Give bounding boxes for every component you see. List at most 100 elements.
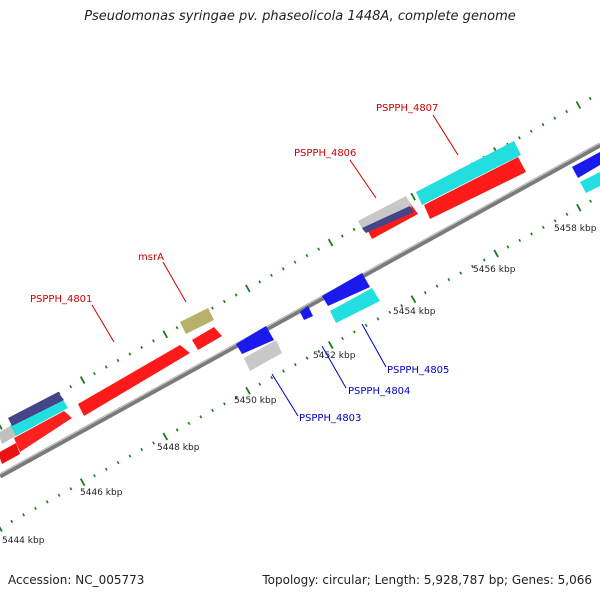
gene-gray-left — [0, 425, 16, 444]
minor-tick — [364, 323, 368, 328]
minor-tick — [211, 306, 214, 310]
minor-tick — [258, 280, 262, 284]
major-tick — [245, 284, 251, 293]
minor-tick — [175, 428, 179, 432]
gene-cyan-right-edge — [580, 172, 600, 193]
minor-tick — [282, 369, 285, 373]
minor-tick — [541, 123, 545, 127]
minor-tick — [223, 402, 226, 406]
minor-tick — [352, 227, 356, 232]
gene-psspph-4801 — [78, 345, 190, 416]
gene-cyan-left — [10, 398, 68, 436]
major-tick — [410, 295, 417, 304]
major-tick — [245, 386, 251, 395]
tick-label: 5448 kbp — [157, 443, 200, 453]
tick-label: 5452 kbp — [313, 351, 356, 361]
gene-label-psspph-4801: PSPPH_4801 — [30, 294, 92, 305]
reverse-genes — [236, 273, 380, 371]
minor-tick — [152, 441, 155, 445]
tick-label: 5444 kbp — [2, 536, 45, 546]
label-leaders — [91, 114, 459, 417]
minor-tick — [518, 238, 522, 242]
minor-tick — [293, 260, 297, 264]
minor-tick — [57, 493, 61, 497]
minor-tick — [447, 278, 451, 282]
tick-label: 5450 kbp — [234, 396, 277, 406]
gene-blue-right-edge — [572, 152, 600, 178]
minor-tick — [376, 317, 380, 321]
gene-psspph-4805-cyan — [330, 288, 380, 323]
minor-tick — [388, 310, 392, 314]
gene-label-psspph-4804: PSPPH_4804 — [348, 386, 410, 397]
gene-psspph-4804 — [300, 306, 313, 320]
minor-tick — [459, 271, 463, 275]
minor-tick — [340, 234, 344, 238]
minor-tick — [305, 356, 309, 360]
minor-tick — [518, 136, 521, 140]
minor-tick — [305, 254, 309, 258]
minor-tick — [175, 326, 179, 330]
gene-label-psspph-4805: PSPPH_4805 — [387, 365, 449, 376]
gene-red-small-mid — [192, 327, 222, 350]
major-tick — [79, 478, 86, 487]
gene-red-small-left — [14, 411, 72, 452]
tick-label: 5456 kbp — [473, 265, 516, 275]
gene-msra — [180, 308, 214, 334]
minor-tick — [565, 109, 568, 114]
minor-tick — [529, 129, 533, 133]
minor-tick — [541, 225, 545, 229]
genome-backbone — [0, 142, 600, 479]
tick-label: 5454 kbp — [393, 307, 436, 317]
major-tick — [162, 330, 168, 339]
major-tick — [0, 526, 3, 532]
gene-label-psspph-4807: PSPPH_4807 — [376, 103, 438, 114]
major-tick — [575, 101, 582, 109]
minor-tick — [553, 116, 557, 120]
gene-label-psspph-4806: PSPPH_4806 — [294, 148, 356, 159]
gene-label-msra: msrA — [138, 252, 164, 263]
major-tick — [162, 432, 169, 441]
minor-tick — [258, 382, 262, 386]
minor-tick — [400, 304, 403, 308]
minor-tick — [270, 376, 274, 380]
gene-psspph-4806-navy — [362, 206, 414, 233]
minor-tick — [341, 336, 344, 341]
minor-tick — [10, 519, 14, 524]
minor-tick — [45, 500, 49, 504]
minor-tick — [69, 385, 73, 389]
minor-tick — [140, 345, 144, 349]
gene-label-psspph-4803: PSPPH_4803 — [299, 413, 361, 424]
minor-tick — [93, 474, 96, 478]
major-tick — [410, 192, 416, 201]
minor-tick — [317, 247, 321, 251]
major-tick — [0, 424, 3, 430]
gene-psspph-4807-red — [424, 157, 526, 219]
minor-tick — [270, 273, 273, 277]
minor-tick — [234, 395, 238, 399]
major-tick — [493, 249, 499, 258]
minor-tick — [506, 245, 510, 249]
minor-tick — [128, 454, 132, 458]
forward-genes — [0, 141, 600, 464]
gene-navy-left — [8, 392, 64, 426]
gene-psspph-4805-blue — [322, 273, 370, 306]
minor-tick — [423, 291, 427, 295]
minor-tick — [22, 513, 25, 517]
minor-tick — [553, 219, 557, 223]
tick-labels: 5444 kbp 5446 kbp 5448 kbp 5450 kbp 5452… — [2, 224, 597, 546]
minor-tick — [471, 264, 474, 269]
minor-tick — [482, 258, 486, 262]
minor-tick — [589, 199, 592, 203]
minor-tick — [116, 461, 120, 465]
minor-tick — [152, 339, 155, 343]
minor-tick — [128, 352, 132, 356]
topology-text: Topology: circular; Length: 5,928,787 bp… — [262, 573, 592, 587]
minor-tick — [104, 467, 108, 471]
minor-tick — [187, 421, 191, 426]
minor-tick — [211, 408, 214, 412]
tick-label: 5446 kbp — [80, 488, 123, 498]
minor-tick — [69, 487, 73, 491]
minor-tick — [104, 365, 108, 369]
inner-tick-track — [0, 199, 592, 532]
